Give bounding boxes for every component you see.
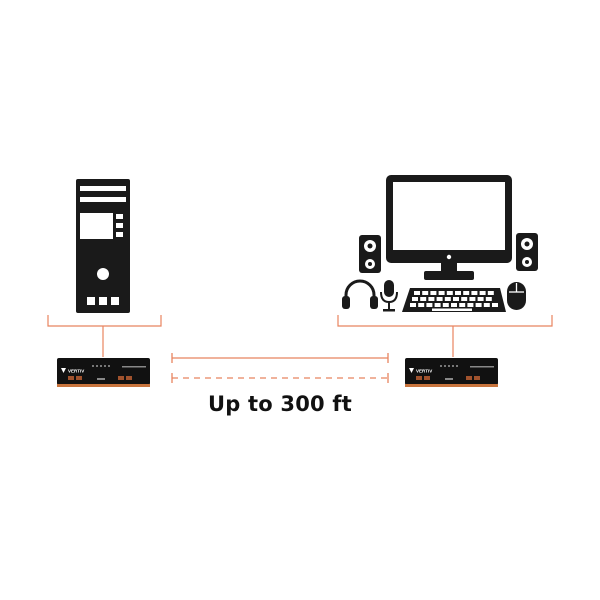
- headphones-icon: [342, 279, 378, 309]
- dashed-link-line: [171, 373, 389, 383]
- right-bracket: [337, 315, 553, 357]
- desktop-tower-icon: [76, 179, 130, 313]
- distance-label: Up to 300 ft: [208, 392, 352, 416]
- right-extender-brand: VERTIV: [416, 369, 432, 374]
- microphone-icon: [380, 280, 398, 312]
- left-extender-brand: VERTIV: [68, 369, 84, 374]
- vertiv-logo-icon: [409, 368, 414, 373]
- left-extender-device: VERTIV: [57, 358, 150, 387]
- monitor-icon: [386, 175, 512, 280]
- speaker-icon: [359, 235, 381, 273]
- speaker-icon: [516, 233, 538, 271]
- mouse-icon: [507, 282, 526, 310]
- left-bracket: [47, 315, 162, 357]
- solid-link-line: [171, 353, 389, 363]
- right-extender-device: VERTIV: [405, 358, 498, 387]
- vertiv-logo-icon: [61, 368, 66, 373]
- keyboard-icon: [402, 288, 506, 312]
